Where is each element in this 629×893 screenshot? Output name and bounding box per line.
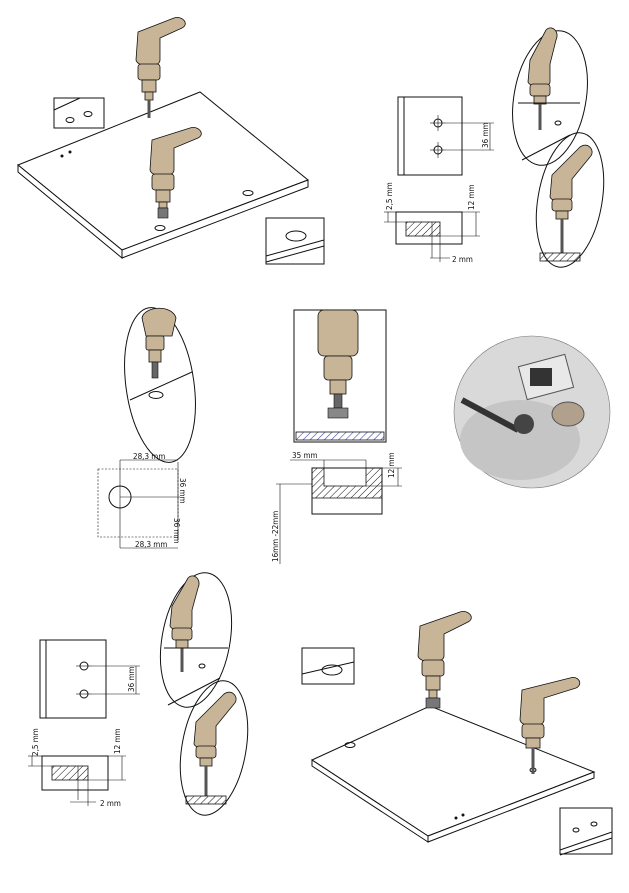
drill-icon <box>417 611 472 709</box>
drill-icon <box>527 27 558 130</box>
dim-12mm-step3: 12 mm <box>113 729 122 754</box>
dim-28-3mm-top: 28,3 mm <box>133 452 165 461</box>
step3-board-illustration <box>301 611 613 856</box>
dim-2-5mm: 2,5 mm <box>385 182 394 210</box>
dim-board-thickness: 16mm -22mm <box>271 511 280 562</box>
step1-dimension-drawing: 36 mm 2 mm 2,5 mm 12 mm <box>384 96 494 264</box>
drill-icon <box>519 677 581 774</box>
hinge-photo <box>453 335 611 489</box>
drill-icon <box>149 127 202 219</box>
dim-36mm-hinge-top: 36 mm <box>178 478 187 503</box>
step2-drill-cup-frame <box>293 309 387 443</box>
drill-icon <box>193 691 237 796</box>
drill-icon <box>141 307 177 379</box>
step1-detail-ovals <box>512 27 605 268</box>
dim-12mm-cup: 12 mm <box>387 453 396 478</box>
drill-icon <box>169 575 200 672</box>
step2-hinge-plan-drawing: 28,3 mm 28,3 mm 36 mm 36 mm <box>97 452 187 549</box>
step3-dimension-drawing: 36 mm 2 mm 2,5 mm 12 mm <box>28 639 140 808</box>
dim-2-5mm-step3: 2,5 mm <box>31 728 40 756</box>
drill-icon <box>135 17 186 118</box>
dim-12mm: 12 mm <box>467 185 476 210</box>
dim-2mm: 2 mm <box>452 255 473 264</box>
step2-oval-detail <box>124 307 196 463</box>
drill-icon <box>549 144 593 253</box>
dim-2mm-step3: 2 mm <box>100 799 121 808</box>
dim-36mm: 36 mm <box>481 123 490 148</box>
dim-36mm-step3: 36 mm <box>127 667 136 692</box>
dim-28-3mm-bottom: 28,3 mm <box>135 540 167 549</box>
step3-detail-ovals <box>159 572 249 816</box>
dim-35mm: 35 mm <box>292 451 317 460</box>
drill-icon <box>317 309 359 419</box>
dim-36mm-hinge-bottom: 36 mm <box>172 518 181 543</box>
step2-cup-section-drawing: 35 mm 12 mm 16mm -22mm <box>271 451 402 564</box>
step1-board-illustration <box>17 17 325 265</box>
